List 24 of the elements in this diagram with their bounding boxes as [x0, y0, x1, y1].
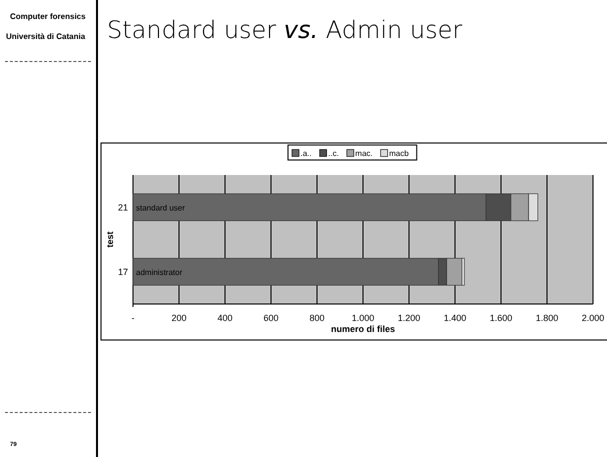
tick-label: -: [132, 313, 134, 323]
tick-label: 1.400: [444, 313, 466, 323]
tick-label: 400: [217, 313, 233, 323]
legend-label: mac.: [355, 149, 373, 158]
header-text: Computer forensics: [10, 12, 86, 21]
tick-label: 800: [309, 313, 325, 323]
tick-label: 1.600: [490, 313, 512, 323]
legend-label: .a..: [300, 149, 312, 158]
category-label: 17: [118, 266, 128, 277]
slide-title: Standard user vs. Admin user: [107, 16, 462, 44]
tick-label: 200: [171, 313, 187, 323]
tick-label: 600: [263, 313, 279, 323]
header-text: Università di Catania: [6, 32, 86, 41]
bar-label: standard user: [136, 203, 185, 212]
tick-label: 1.800: [536, 313, 558, 323]
category-label: 21: [118, 202, 128, 212]
axis-title: test: [105, 232, 115, 248]
tick-label: 2.000: [582, 313, 604, 323]
axis-title: numero di files: [331, 324, 395, 334]
legend-label: ..c.: [328, 149, 339, 158]
tick-label: 1.200: [398, 313, 420, 323]
bar-label: administrator: [136, 268, 182, 277]
legend-label: macb: [389, 149, 409, 158]
tick-label: 1.000: [352, 313, 374, 323]
